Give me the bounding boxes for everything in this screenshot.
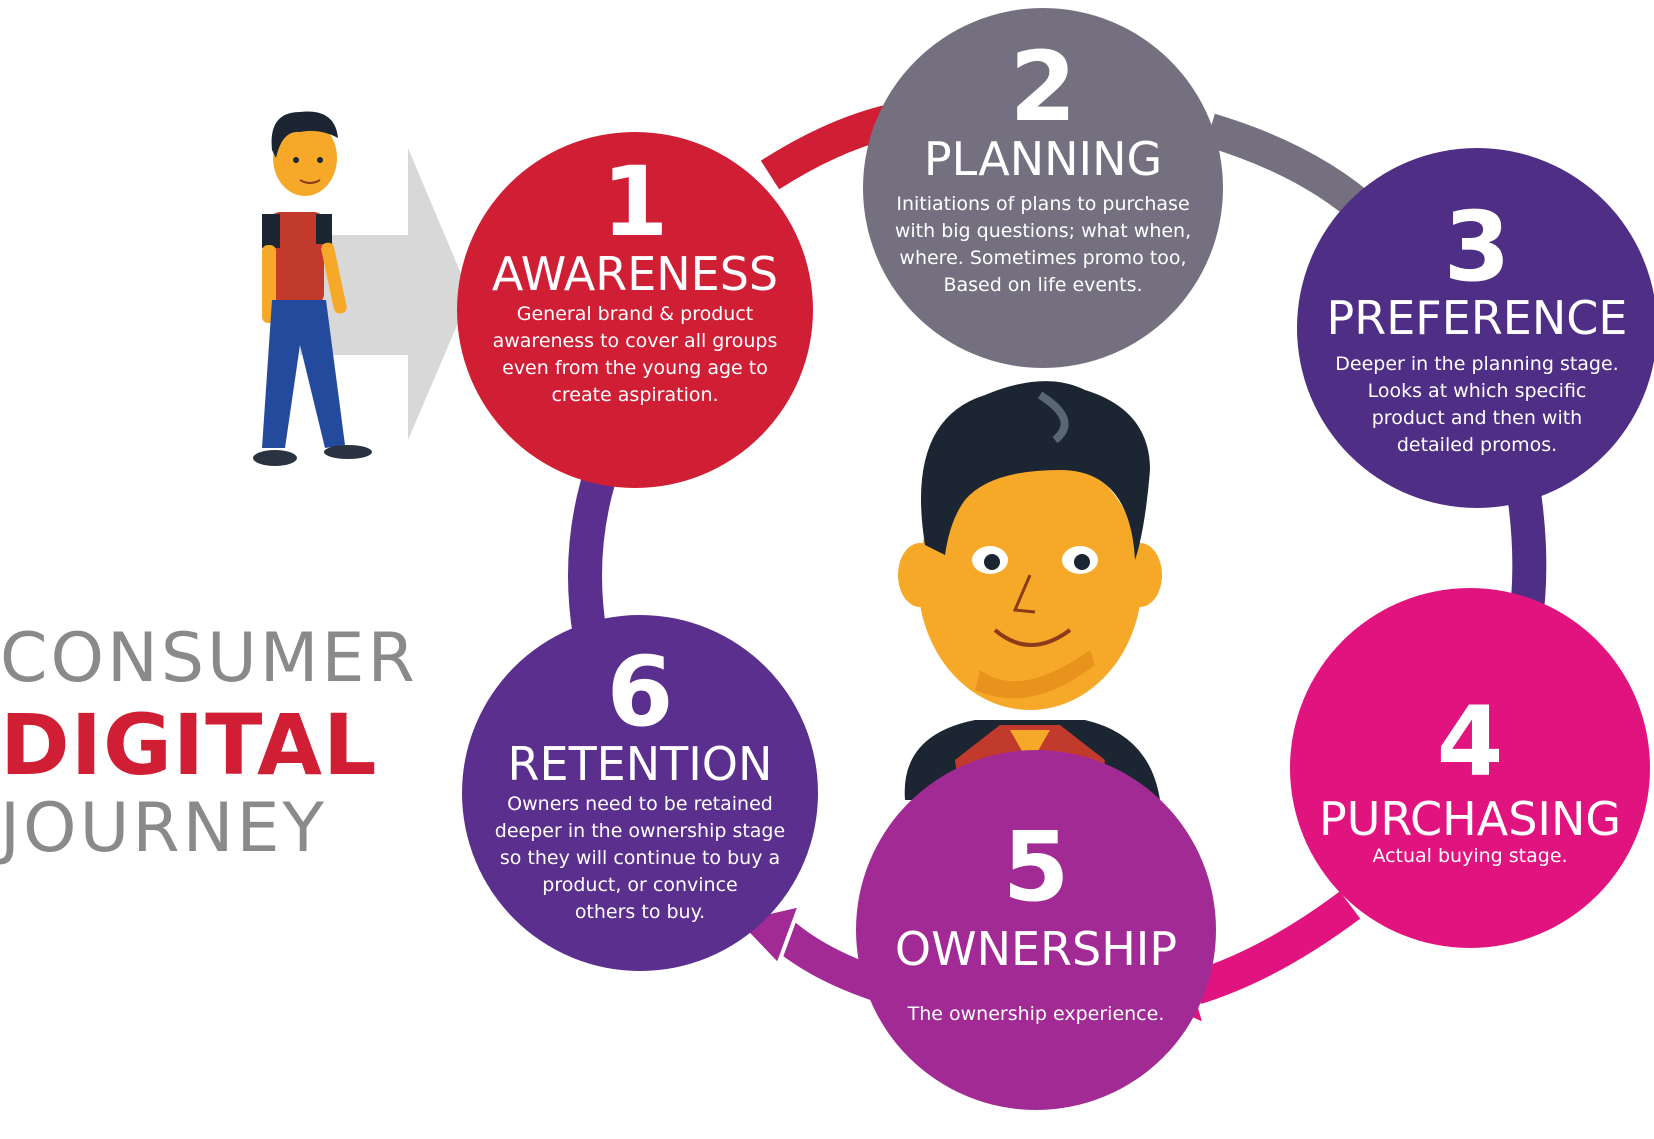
stage-circle — [1297, 148, 1654, 508]
stage-circle — [457, 132, 813, 488]
stage-description-line: The ownership experience. — [907, 1003, 1165, 1025]
stage-circle — [856, 750, 1216, 1110]
stage-circle — [1290, 588, 1650, 948]
arrow-2-to-3 — [1205, 113, 1382, 228]
stage-description-line: with big questions; what when, — [895, 220, 1191, 242]
stage-number: 5 — [1003, 811, 1070, 923]
stage-description-line: others to buy. — [575, 901, 705, 923]
stage-description-line: Actual buying stage. — [1372, 845, 1567, 867]
stage-description-line: Owners need to be retained — [507, 793, 773, 815]
stage-description-line: Based on life events. — [943, 274, 1142, 296]
stage-number: 3 — [1444, 191, 1511, 303]
stage-description-line: General brand & product — [517, 303, 754, 325]
stage-title: PURCHASING — [1319, 792, 1621, 846]
stage-circle — [462, 615, 818, 971]
stage-description-line: so they will continue to buy a — [500, 847, 780, 869]
stage-description-line: Deeper in the planning stage. — [1335, 353, 1618, 375]
title-line-journey: JOURNEY — [0, 789, 327, 868]
arrow-4-to-5 — [1189, 891, 1361, 1005]
title-line-digital: DIGITAL — [0, 696, 378, 794]
stage-description-line: detailed promos. — [1397, 434, 1557, 456]
walking-person-illustration — [253, 111, 372, 466]
stage-circle — [863, 8, 1223, 368]
stage-number: 1 — [602, 146, 669, 258]
stage-title: OWNERSHIP — [895, 922, 1177, 976]
stage-description-line: where. Sometimes promo too, — [899, 247, 1186, 269]
entry-arrow — [300, 148, 470, 440]
stage-title: PLANNING — [924, 132, 1162, 186]
stage-description-line: deeper in the ownership stage — [495, 820, 785, 842]
stage-description-line: awareness to cover all groups — [493, 330, 778, 352]
diagram-title: CONSUMER DIGITAL JOURNEY — [0, 619, 418, 868]
stage-description-line: create aspiration. — [551, 384, 718, 406]
stage-title: RETENTION — [508, 737, 773, 791]
stage-description-line: Initiations of plans to purchase — [896, 193, 1189, 215]
stage-description-line: product, or convince — [542, 874, 737, 896]
stage-description-line: product and then with — [1372, 407, 1582, 429]
thinking-person-illustration — [898, 381, 1162, 800]
title-line-consumer: CONSUMER — [0, 619, 418, 698]
stage-number: 2 — [1010, 31, 1077, 143]
stage-title: AWARENESS — [492, 247, 778, 301]
stage-description-line: Looks at which specific — [1368, 380, 1587, 402]
stage-description-line: even from the young age to — [502, 357, 768, 379]
arrow-6-to-1 — [568, 454, 622, 638]
stage-number: 4 — [1437, 686, 1504, 798]
stage-number: 6 — [607, 636, 674, 748]
stage-title: PREFERENCE — [1327, 291, 1628, 345]
